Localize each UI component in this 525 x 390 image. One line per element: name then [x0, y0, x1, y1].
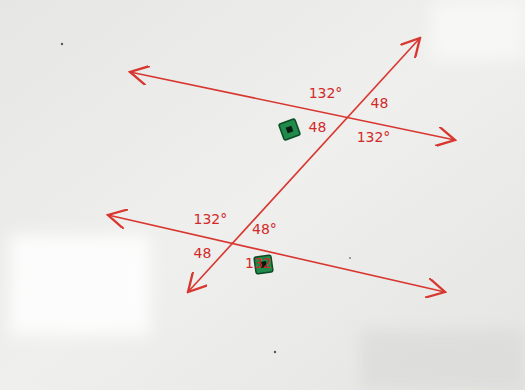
- speck: [349, 257, 351, 259]
- angle-label: 48: [193, 246, 211, 260]
- transversal-line: [188, 38, 420, 292]
- shadow: [360, 330, 525, 390]
- speck: [61, 43, 63, 45]
- angle-label: 132°: [309, 86, 343, 100]
- glare: [430, 0, 525, 60]
- parallel-line: [108, 215, 445, 292]
- speck: [274, 351, 276, 353]
- angle-label: 132°: [194, 212, 228, 226]
- parallel-line: [130, 72, 455, 140]
- green-cube: [279, 119, 301, 141]
- glare: [10, 235, 150, 335]
- angle-label: 48°: [252, 222, 277, 236]
- angle-label: 132: [245, 256, 272, 270]
- angle-label: 48: [309, 120, 327, 134]
- angle-label: 48: [371, 96, 389, 110]
- angle-label: 132°: [357, 130, 391, 144]
